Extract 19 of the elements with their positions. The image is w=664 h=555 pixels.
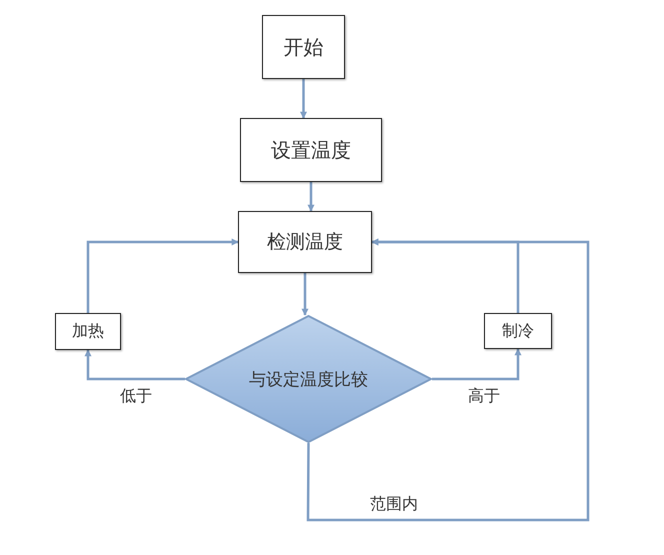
arrow bbox=[306, 238, 590, 522]
arrow bbox=[308, 182, 314, 212]
process-box bbox=[55, 313, 121, 350]
arrow bbox=[302, 273, 308, 316]
arrow bbox=[86, 238, 239, 313]
arrow bbox=[432, 348, 522, 380]
process-box bbox=[262, 15, 345, 79]
node-text: 开始 bbox=[284, 34, 324, 60]
decision-diamond bbox=[185, 315, 432, 443]
arrow bbox=[84, 349, 185, 380]
arrow bbox=[300, 79, 307, 119]
process-box bbox=[484, 313, 552, 349]
process-box bbox=[238, 211, 372, 273]
node-text: 检测温度 bbox=[267, 230, 343, 255]
node-text: 设置温度 bbox=[271, 136, 351, 164]
node-text: 与设定温度比较 bbox=[249, 368, 368, 390]
process-box bbox=[240, 118, 382, 182]
node-text: 制冷 bbox=[502, 320, 534, 342]
node-text: 加热 bbox=[72, 321, 104, 342]
